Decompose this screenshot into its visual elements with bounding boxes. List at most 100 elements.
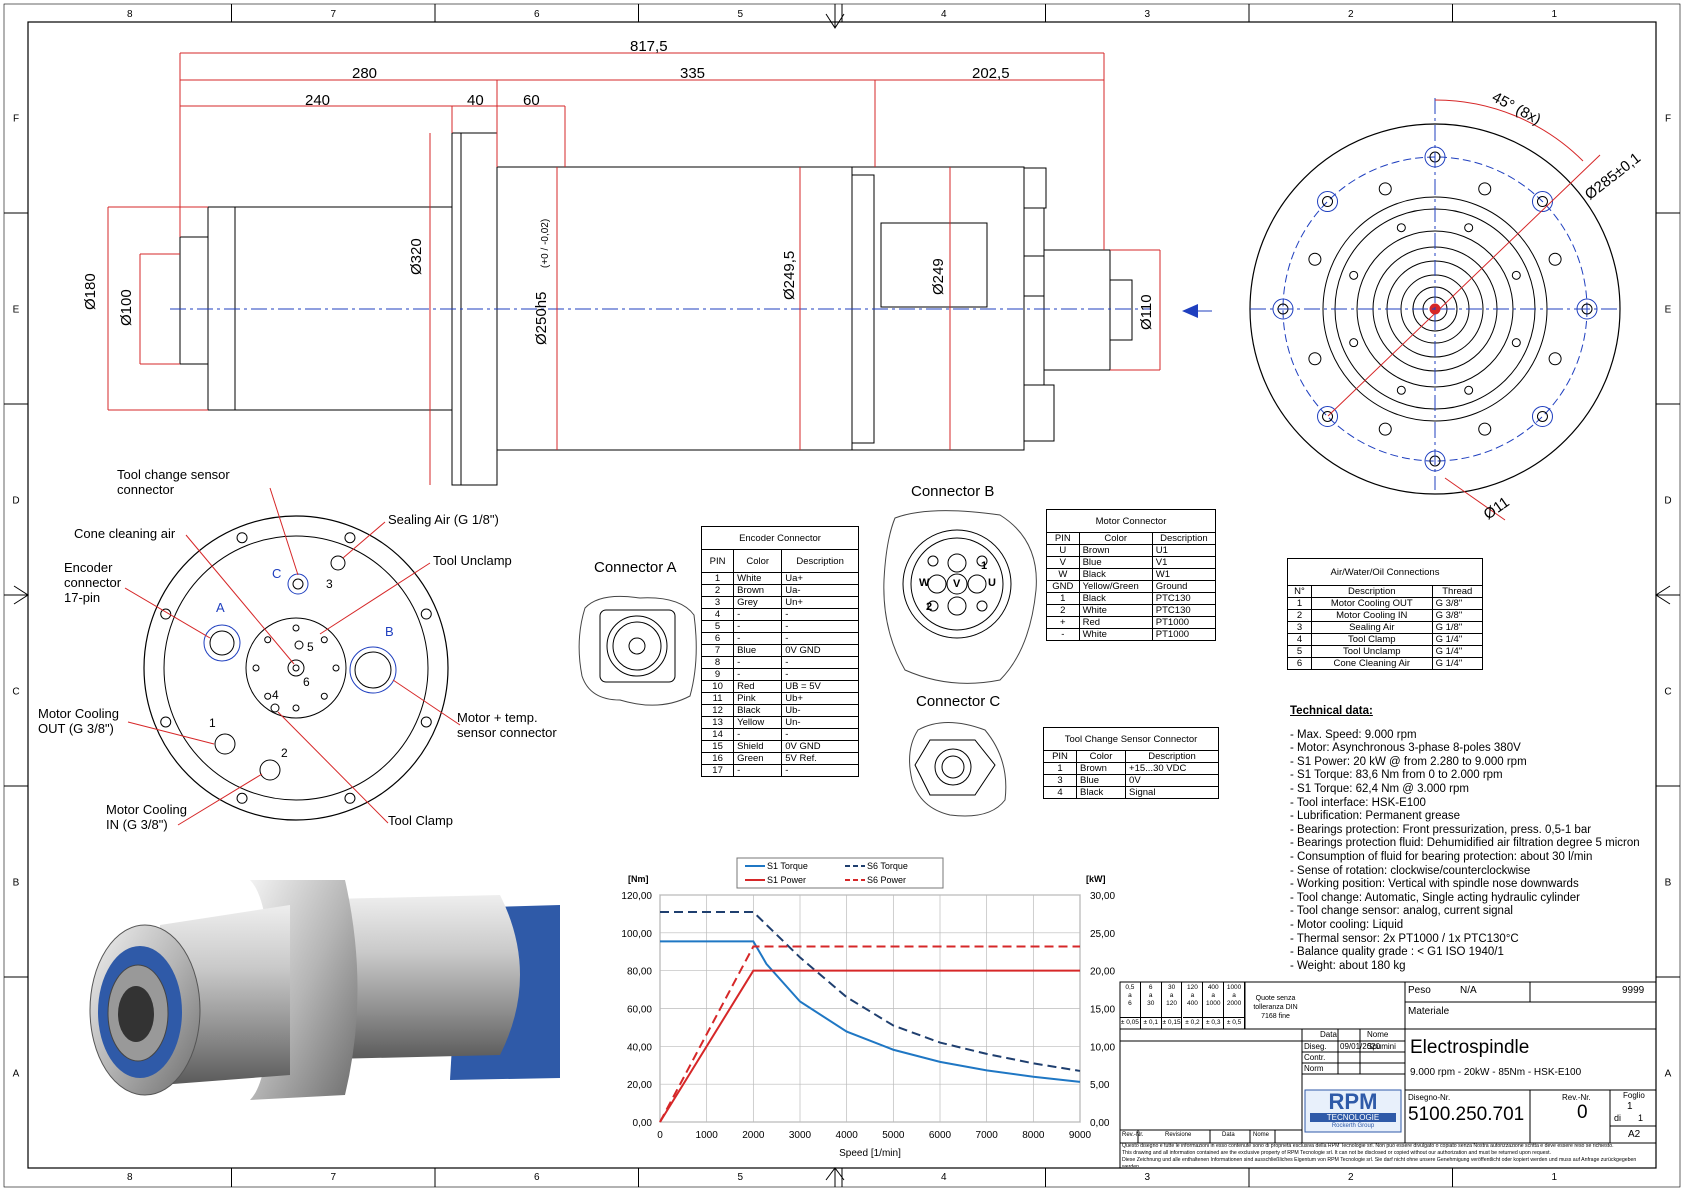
fluid-table-row-cell: Sealing Air xyxy=(1310,621,1433,634)
port-number-4: 4 xyxy=(272,688,279,702)
sensor-table-row-cell: Signal xyxy=(1125,786,1219,799)
fluid-table-row-cell: 5 xyxy=(1287,645,1312,658)
chart-x-tick-label: 9000 xyxy=(1069,1130,1092,1141)
frame-row-mark: E xyxy=(13,305,20,316)
frame-row-mark: C xyxy=(12,687,19,698)
tolerance-column: 400 a 1000± 0,3 xyxy=(1203,982,1225,1029)
chart-series-s6-torque xyxy=(660,911,1081,1072)
peso-value: N/A xyxy=(1460,985,1477,996)
encoder-table-row-cell: - xyxy=(781,632,859,645)
motor-table-row-cell: - xyxy=(1046,628,1080,641)
chart-y-left-tick-label: 40,00 xyxy=(627,1042,652,1053)
connector-b-title: Connector B xyxy=(911,483,995,500)
drawing-number: 5100.250.701 xyxy=(1408,1104,1525,1125)
motor-table-title: Motor Connector xyxy=(1046,509,1216,533)
encoder-table-row: 14-- xyxy=(700,728,859,741)
encoder-table-row-cell: - xyxy=(733,632,783,645)
technical-data-heading: Technical data: xyxy=(1290,705,1373,717)
sensor-table-row-cell: 0V xyxy=(1125,774,1219,787)
frame-row-mark: B xyxy=(1665,878,1672,889)
sheet-format: A2 xyxy=(1628,1129,1641,1140)
disclaimer: Questo disegno e tutte le informazioni i… xyxy=(1122,1143,1637,1167)
chart-x-tick-label: 3000 xyxy=(789,1130,812,1141)
technical-data-line: - Motor cooling: Liquid xyxy=(1290,918,1404,931)
revision-number: 0 xyxy=(1577,1102,1588,1123)
encoder-table-row: 5-- xyxy=(700,620,859,633)
fluid-table-row-cell: G 1/4" xyxy=(1431,633,1484,646)
rear-leaders xyxy=(124,487,461,826)
technical-data-line: - Weight: about 180 kg xyxy=(1290,959,1406,972)
motor-table-row-cell: Brown xyxy=(1078,544,1153,557)
encoder-table-row-cell: 4 xyxy=(700,608,735,621)
chart-y-left-tick-label: 100,00 xyxy=(621,929,652,940)
frame-col-mark: 3 xyxy=(1144,9,1150,20)
encoder-table-row-cell: 9 xyxy=(700,668,735,681)
technical-data-line: - Thermal sensor: 2x PT1000 / 1x PTC130°… xyxy=(1290,932,1519,945)
label-motor-cooling-in: Motor Cooling IN (G 3/8") xyxy=(106,802,187,832)
chart-series-s6-power xyxy=(659,945,1080,1123)
chart-y-right-label: [kW] xyxy=(1086,874,1106,884)
norm-label: Norm xyxy=(1304,1064,1324,1073)
chart-x-tick-label: 1000 xyxy=(696,1130,719,1141)
encoder-table-row-cell: Ub- xyxy=(781,704,859,717)
frame-row-mark: F xyxy=(13,114,19,125)
encoder-table-row-cell: Ua+ xyxy=(781,572,859,585)
dim-60: 60 xyxy=(523,92,540,109)
fluid-table-row-cell: Cone Cleaning Air xyxy=(1310,657,1433,670)
encoder-table-row-cell: 0V GND xyxy=(781,740,859,753)
dim-overall-length: 817,5 xyxy=(630,38,668,55)
rear-bolt-hole xyxy=(344,532,356,544)
frame-row-mark: A xyxy=(1665,1069,1672,1080)
chart-y-left-tick-label: 0,00 xyxy=(633,1118,653,1129)
dim-dia-100: Ø100 xyxy=(118,289,135,326)
fluid-table-row-cell: G 3/8" xyxy=(1431,597,1484,610)
tolerance-value: ± 0,15 xyxy=(1162,1019,1181,1026)
tolerance-column: 1000 a 2000± 0,5 xyxy=(1224,982,1245,1029)
encoder-table-row-cell: 5V Ref. xyxy=(781,752,859,765)
technical-data-line: - Bearings protection fluid: Dehumidifie… xyxy=(1290,837,1640,850)
rear-view xyxy=(143,515,449,821)
motor-table-row-cell: V xyxy=(1046,556,1080,569)
connector-b-pin-v: V xyxy=(953,578,961,590)
frame-col-mark: 5 xyxy=(737,1172,743,1183)
encoder-table-row: 4-- xyxy=(700,608,859,621)
rear-bolt-hole xyxy=(160,608,172,620)
technical-data-line: - Sense of rotation: clockwise/countercl… xyxy=(1290,864,1531,877)
chart-series-s1-torque xyxy=(660,940,1081,1083)
encoder-table-row-cell: 12 xyxy=(700,704,735,717)
encoder-table-row-cell: 7 xyxy=(700,644,735,657)
technical-data-line: - Bearings protection: Front pressurizat… xyxy=(1290,823,1592,836)
encoder-table-row-cell: - xyxy=(781,620,859,633)
dim-240: 240 xyxy=(305,92,331,109)
data-label: Data xyxy=(1320,1030,1337,1039)
tolerance-value: ± 0,5 xyxy=(1226,1019,1242,1026)
technical-data-line: - Tool change: Automatic, Single acting … xyxy=(1290,891,1581,904)
fluid-table-row-cell: 3 xyxy=(1287,621,1312,634)
sensor-table-row-cell: 1 xyxy=(1043,762,1077,775)
chart-legend-label: S6 Power xyxy=(867,875,906,885)
encoder-table-row-cell: - xyxy=(781,764,859,777)
center-mark-top xyxy=(825,4,845,29)
motor-table-row-cell: PTC130 xyxy=(1151,604,1217,617)
disegno-label: Disegno-Nr. xyxy=(1408,1093,1451,1102)
motor-table-row-cell: White xyxy=(1078,604,1153,617)
dim-dia-249-5: Ø249,5 xyxy=(781,250,798,300)
rear-bolt-hole xyxy=(236,792,248,804)
encoder-table-row-cell: 10 xyxy=(700,680,735,693)
rear-bolt-hole xyxy=(344,792,356,804)
drawing-title: Electrospindle xyxy=(1410,1037,1530,1058)
chart-y-left-tick-label: 60,00 xyxy=(627,1005,652,1016)
encoder-table-row-cell: - xyxy=(733,764,783,777)
tolerance-value: ± 0,3 xyxy=(1206,1019,1221,1026)
encoder-table-row-cell: 17 xyxy=(700,764,735,777)
